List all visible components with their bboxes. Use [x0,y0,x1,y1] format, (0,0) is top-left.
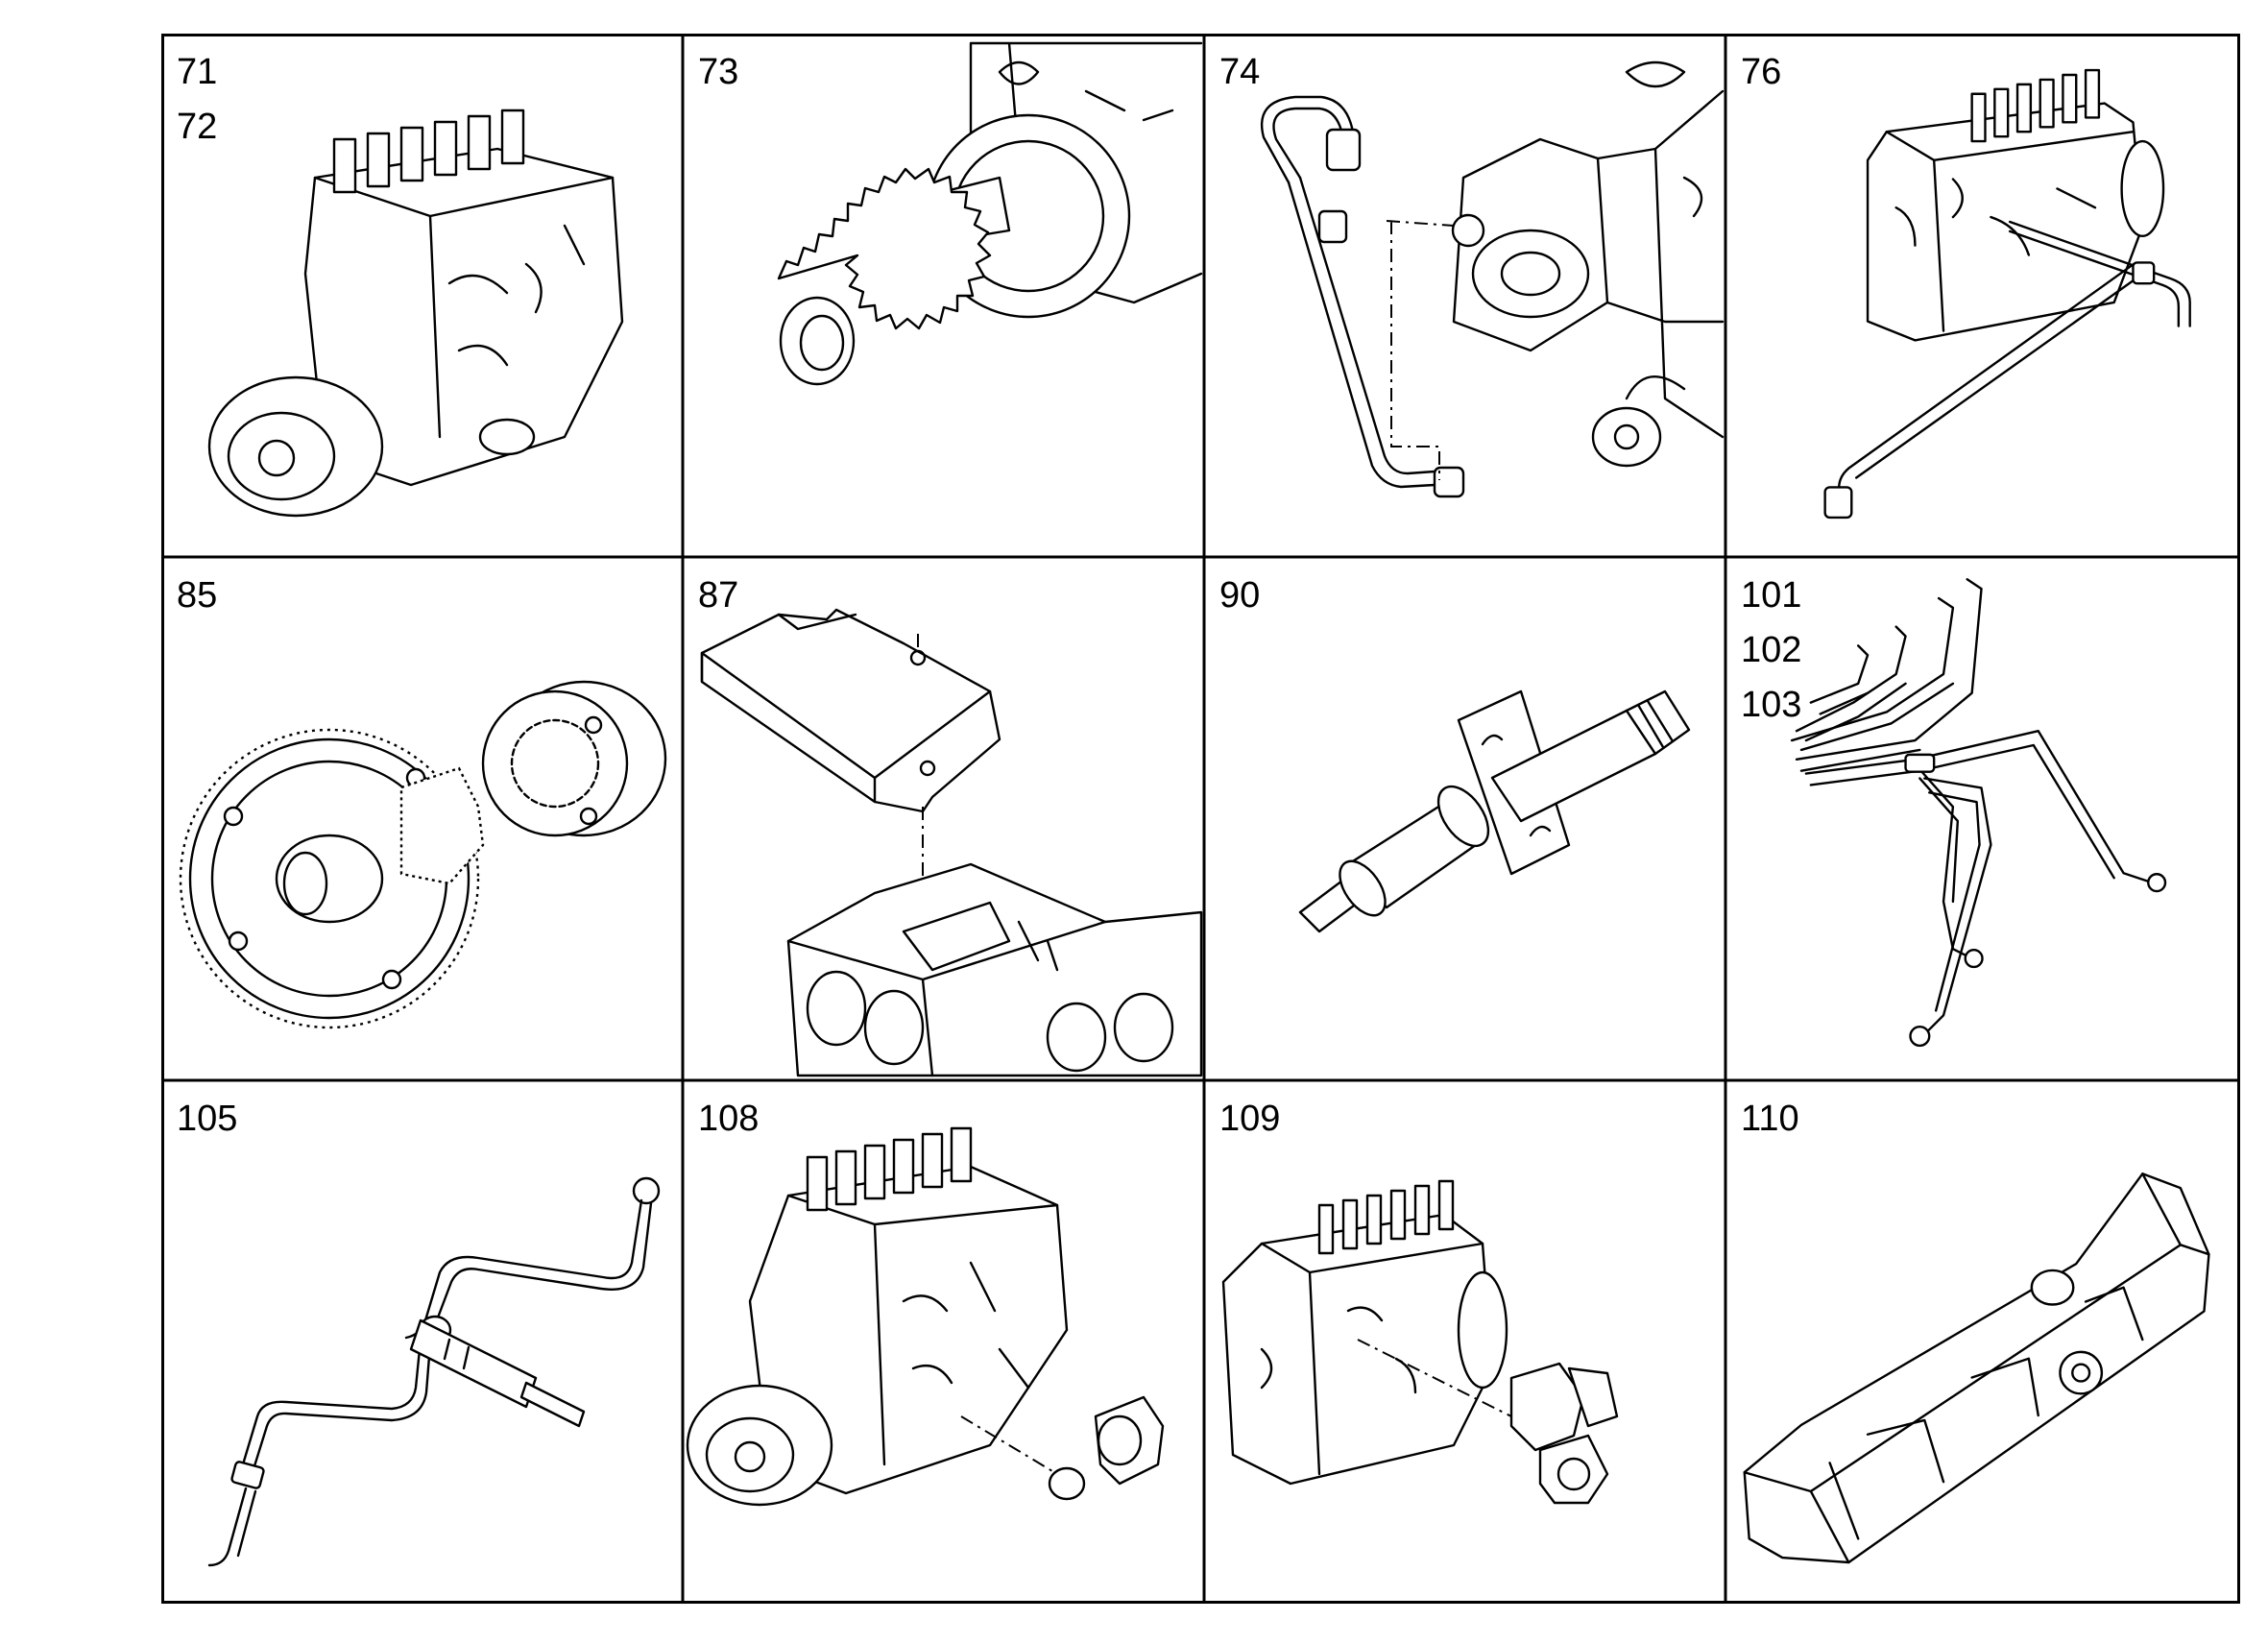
part-number: 85 [177,575,218,616]
part-number: 105 [177,1099,238,1139]
part-numbers: 74 [1219,45,1260,100]
rocker-cover-icon [1725,1080,2240,1604]
pump-with-valve-icon [1204,1080,1725,1604]
part-cell-85[interactable]: 85 [161,557,683,1080]
part-number: 101 [1741,575,1802,616]
oil-feed-pipe-icon [1204,34,1725,557]
part-cell-87[interactable]: 87 [683,557,1204,1080]
pump-pipe-icon [1725,34,2240,557]
parts-diagram-sheet: 71 72 73 [161,34,2240,1604]
part-number: 108 [698,1099,760,1139]
part-number: 90 [1219,575,1261,616]
part-numbers: 110 [1741,1092,1799,1147]
part-number: 103 [1741,685,1802,725]
part-number: 76 [1741,52,1782,92]
part-cell-90[interactable]: 90 [1204,557,1725,1080]
injector-icon [1204,557,1725,1080]
part-numbers: 105 [177,1092,237,1147]
part-number: 73 [698,52,739,92]
part-number: 110 [1741,1099,1799,1139]
part-cell-73[interactable]: 73 [683,34,1204,557]
part-number: 71 [177,52,218,92]
part-number: 72 [177,107,218,147]
part-numbers: 108 [698,1092,759,1147]
part-cell-110[interactable]: 110 [1725,1080,2240,1604]
injection-pipes-icon [1725,557,2240,1080]
part-cell-105[interactable]: 105 [161,1080,683,1604]
drive-gear-icon [683,34,1204,557]
part-numbers: 87 [698,568,738,623]
part-number: 74 [1219,52,1261,92]
cover-plate-icon [683,557,1204,1080]
part-cell-109[interactable]: 109 [1204,1080,1725,1604]
part-numbers: 73 [698,45,738,100]
part-numbers: 76 [1741,45,1781,100]
part-numbers: 101 102 103 [1741,568,1801,733]
leak-off-pipe-icon [161,1080,683,1604]
part-cell-74[interactable]: 74 [1204,34,1725,557]
part-cell-108[interactable]: 108 [683,1080,1204,1604]
part-number: 87 [698,575,739,616]
part-numbers: 90 [1219,568,1260,623]
part-numbers: 71 72 [177,45,217,155]
part-cell-76[interactable]: 76 [1725,34,2240,557]
part-number: 109 [1219,1099,1281,1139]
part-cell-71-72[interactable]: 71 72 [161,34,683,557]
gear-assembly-icon [161,557,683,1080]
injection-pump-icon [161,34,683,557]
part-numbers: 85 [177,568,217,623]
grid-frame [161,34,2240,1604]
part-numbers: 109 [1219,1092,1280,1147]
part-number: 102 [1741,630,1802,670]
part-cell-101-102-103[interactable]: 101 102 103 [1725,557,2240,1080]
pump-with-fitting-icon [683,1080,1204,1604]
